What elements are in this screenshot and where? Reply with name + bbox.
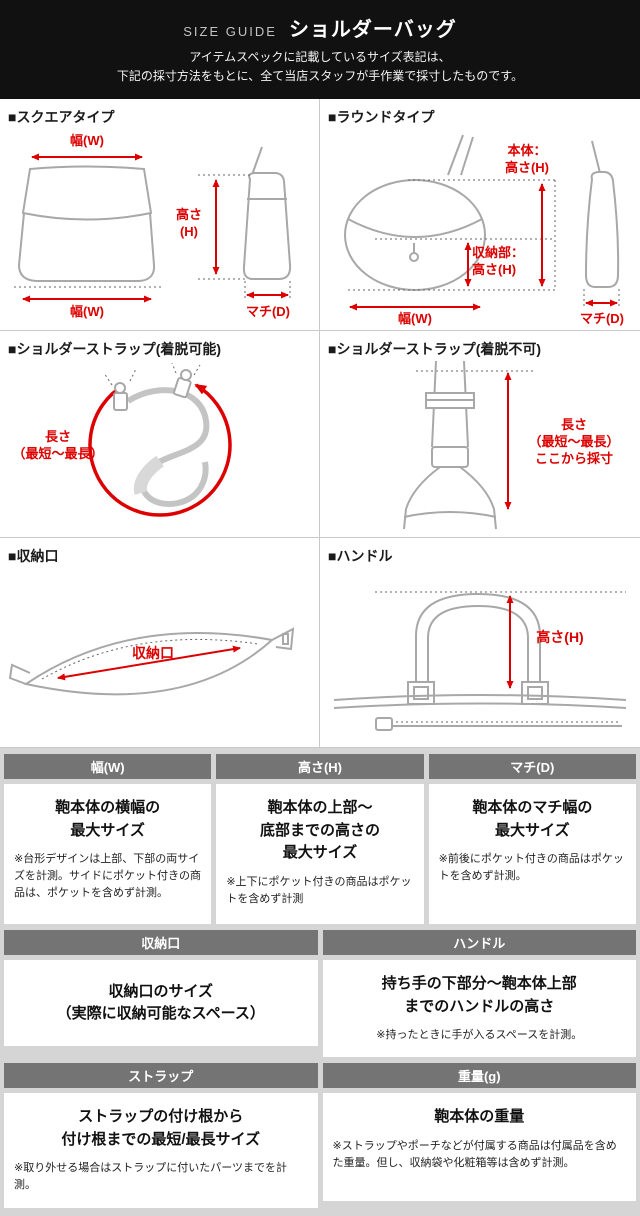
weight-definition-box: 鞄本体の重量 ※ストラップやポーチなどが付属する商品は付属品を含めた重量。但し、… (322, 1093, 636, 1202)
handle-definition-text: 持ち手の下部分～鞄本体上部 までのハンドルの高さ (381, 975, 577, 1015)
handle-diagram: 高さ(H) (320, 566, 640, 742)
square-type-diagram: 幅(W) 幅(W) 高さ (H) マチ(D) (0, 127, 319, 325)
strap-removable-illustration (88, 363, 232, 518)
round-storage-height-label: 収納部： 高さ(H) (472, 245, 525, 278)
round-body-height-label: 本体： 高さ(H) (504, 143, 550, 176)
handle-height-label: 高さ(H) (536, 629, 584, 646)
page-header: SIZE GUIDE ショルダーバッグ アイテムスペックに記載しているサイズ表記… (0, 0, 640, 100)
panel-strap-removable-title: ■ショルダーストラップ(着脱可能) (8, 341, 222, 358)
strap-removable-diagram: 長さ （最短～最長） (0, 359, 319, 531)
page-title: ショルダーバッグ (288, 19, 457, 41)
panel-round-type: ■ラウンドタイプ (320, 99, 640, 332)
strap-removable-length-label: 長さ （最短～最長） (12, 429, 104, 462)
definition-row-2: 収納口 収納口のサイズ （実際に収納可能なスペース） ハンドル 持ち手の下部分～… (4, 930, 636, 1058)
header-description: アイテムスペックに記載しているサイズ表記は、 下記の採寸方法をもとに、全て当店ス… (8, 48, 632, 86)
panel-handle-title: ■ハンドル (328, 548, 393, 565)
panel-square-title: ■スクエアタイプ (8, 109, 115, 126)
depth-definition-note: ※前後にポケット付きの商品はポケットを含めず計測。 (438, 853, 624, 883)
square-bag-illustration (14, 147, 292, 303)
definition-width: 幅(W) 鞄本体の横幅の 最大サイズ ※台形デザインは上部、下部の両サイズを計測… (4, 754, 212, 925)
handle-definition-note: ※持ったときに手が入るスペースを計測。 (376, 1029, 583, 1042)
definition-tables: 幅(W) 鞄本体の横幅の 最大サイズ ※台形デザインは上部、下部の両サイズを計測… (0, 748, 640, 1216)
depth-definition-box: 鞄本体のマチ幅の 最大サイズ ※前後にポケット付きの商品はポケットを含めず計測。 (428, 784, 636, 925)
definition-weight: 重量(g) 鞄本体の重量 ※ストラップやポーチなどが付属する商品は付属品を含めた… (322, 1063, 636, 1207)
strap-fixed-diagram: 長さ （最短～最長） ここから採寸 (320, 359, 640, 531)
opening-definition-box: 収納口のサイズ （実際に収納可能なスペース） (4, 960, 318, 1047)
handle-header: ハンドル (322, 930, 636, 956)
round-width-label: 幅(W) (398, 311, 432, 327)
panel-strap-removable: ■ショルダーストラップ(着脱可能) 長さ （最短～最長） (0, 331, 320, 539)
definition-handle: ハンドル 持ち手の下部分～鞄本体上部 までのハンドルの高さ ※持ったときに手が入… (322, 930, 636, 1058)
definition-opening: 収納口 収納口のサイズ （実際に収納可能なスペース） (4, 930, 318, 1057)
height-definition-text: 鞄本体の上部～ 底部までの高さの 最大サイズ (259, 799, 380, 862)
header-description-line1: アイテムスペックに記載しているサイズ表記は、 (189, 50, 451, 64)
depth-definition-text: 鞄本体のマチ幅の 最大サイズ (472, 799, 593, 839)
round-depth-label: マチ(D) (579, 311, 625, 327)
panel-strap-fixed-title: ■ショルダーストラップ(着脱不可) (328, 341, 542, 358)
panel-strap-fixed: ■ショルダーストラップ(着脱不可) 長さ （最短～最長） ここから採寸 (320, 331, 640, 539)
definition-row-3: ストラップ ストラップの付け根から 付け根までの最短/最長サイズ ※取り外せる場… (4, 1063, 636, 1208)
opening-definition-text: 収納口のサイズ （実際に収納可能なスペース） (56, 982, 265, 1023)
round-type-diagram: 本体： 高さ(H) 収納部： 高さ(H) 幅(W) マチ(D) (320, 127, 640, 327)
height-definition-box: 鞄本体の上部～ 底部までの高さの 最大サイズ ※上下にポケット付きの商品はポケッ… (216, 784, 424, 925)
panel-opening-title: ■収納口 (8, 548, 59, 565)
strap-definition-box: ストラップの付け根から 付け根までの最短/最長サイズ ※取り外せる場合はストラッ… (4, 1093, 318, 1208)
diagram-grid: ■スクエアタイプ 幅(W) (0, 99, 640, 749)
width-header: 幅(W) (4, 754, 212, 780)
depth-header: マチ(D) (428, 754, 636, 780)
height-definition-note: ※上下にポケット付きの商品はポケットを含めず計測 (226, 875, 412, 905)
weight-definition-note: ※ストラップやポーチなどが付属する商品は付属品を含めた重量。但し、収納袋や化粧箱… (332, 1139, 617, 1169)
square-width-bottom-label: 幅(W) (70, 304, 104, 320)
weight-definition-text: 鞄本体の重量 (434, 1108, 525, 1126)
square-depth-label: マチ(D) (245, 304, 291, 320)
round-bag-illustration (344, 135, 620, 311)
definition-row-1: 幅(W) 鞄本体の横幅の 最大サイズ ※台形デザインは上部、下部の両サイズを計測… (4, 754, 636, 925)
definition-strap: ストラップ ストラップの付け根から 付け根までの最短/最長サイズ ※取り外せる場… (4, 1063, 318, 1208)
strap-fixed-illustration (403, 361, 535, 530)
header-title-row: SIZE GUIDE ショルダーバッグ (8, 13, 632, 42)
strap-definition-text: ストラップの付け根から 付け根までの最短/最長サイズ (61, 1108, 261, 1148)
opening-illustration (8, 627, 295, 696)
definition-height: 高さ(H) 鞄本体の上部～ 底部までの高さの 最大サイズ ※上下にポケット付きの… (216, 754, 424, 925)
header-description-line2: 下記の採寸方法をもとに、全て当店スタッフが手作業で採寸したものです。 (116, 69, 524, 84)
opening-diagram: 収納口 (0, 566, 319, 742)
strap-definition-note: ※取り外せる場合はストラップに付いたパーツまでを計測。 (14, 1162, 287, 1192)
handle-illustration (333, 591, 627, 732)
height-header: 高さ(H) (216, 754, 424, 780)
panel-handle: ■ハンドル 高さ(H) (320, 538, 640, 749)
strap-header: ストラップ (4, 1063, 318, 1089)
opening-header: 収納口 (4, 930, 318, 956)
square-width-top-label: 幅(W) (70, 133, 104, 149)
weight-header: 重量(g) (322, 1063, 636, 1089)
handle-definition-box: 持ち手の下部分～鞄本体上部 までのハンドルの高さ ※持ったときに手が入るスペース… (322, 960, 636, 1058)
width-definition-note: ※台形デザインは上部、下部の両サイズを計測。サイドにポケット付きの商品は、ポケッ… (14, 853, 201, 900)
strap-fixed-length-label: 長さ （最短～最長） ここから採寸 (528, 417, 620, 467)
opening-label: 収納口 (132, 645, 174, 662)
panel-opening: ■収納口 収納口 (0, 538, 320, 749)
width-definition-text: 鞄本体の横幅の 最大サイズ (55, 799, 161, 839)
square-height-label: 高さ (H) (175, 207, 202, 240)
panel-round-title: ■ラウンドタイプ (328, 109, 435, 126)
size-guide-label: SIZE GUIDE (183, 24, 277, 39)
panel-square-type: ■スクエアタイプ 幅(W) (0, 99, 320, 332)
width-definition-box: 鞄本体の横幅の 最大サイズ ※台形デザインは上部、下部の両サイズを計測。サイドに… (4, 784, 212, 925)
definition-depth: マチ(D) 鞄本体のマチ幅の 最大サイズ ※前後にポケット付きの商品はポケットを… (428, 754, 636, 925)
